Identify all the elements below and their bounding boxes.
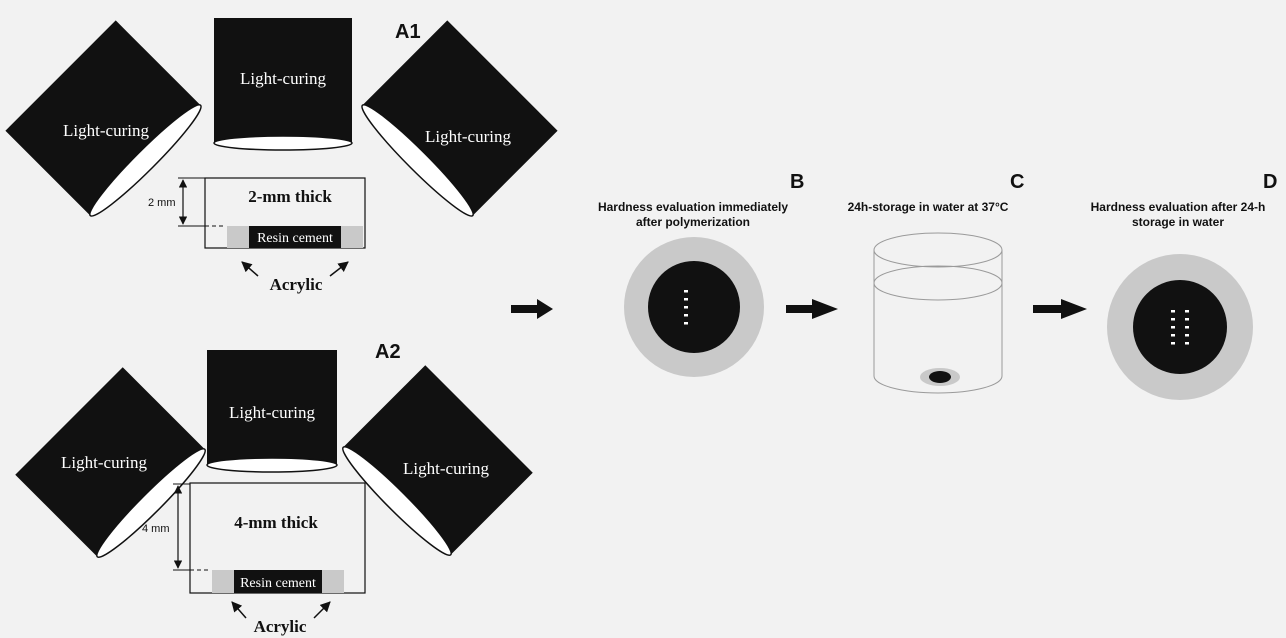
lamp-center-a1-label: Light-curing [240,69,326,88]
indentation-mark [684,298,688,301]
arrow-right-icon [1033,299,1087,319]
resin-core-d [1133,280,1227,374]
resin-cement-label-a2: Resin cement [240,576,316,591]
lamp-center-a1 [213,18,353,151]
panel-a2-label: A2 [375,341,401,363]
panel-d-caption-line1: Hardness evaluation after 24-h [1091,200,1266,214]
acrylic-arrow-right-a1 [329,261,349,277]
panel-c: C 24h-storage in water at 37°C [848,171,1024,394]
thickness-label-a2: 4-mm thick [234,513,318,532]
panel-d-label: D [1263,171,1277,193]
lamp-left-a1-label: Light-curing [63,121,149,140]
panel-d-caption-line2: storage in water [1132,215,1224,229]
lamp-center-a2-label: Light-curing [229,403,315,422]
lamp-right-a2 [342,365,533,556]
acrylic-label-a1: Acrylic [270,275,323,294]
panel-a1-label: A1 [395,21,421,43]
indentation-marks-d [1171,310,1189,345]
indentation-marks-b [684,290,688,325]
water-beaker [873,232,1003,394]
lamp-center-a2 [206,350,338,473]
panel-c-label: C [1010,171,1024,193]
indentation-mark [1185,310,1189,313]
lamp-left-a1 [5,20,202,217]
panel-c-caption: 24h-storage in water at 37°C [848,200,1009,214]
resin-core-c [929,371,951,383]
indentation-mark [1171,326,1175,329]
indentation-mark [684,322,688,325]
arrow-right-icon [786,299,838,319]
panel-b-caption-line1: Hardness evaluation immediately [598,200,788,214]
indentation-mark [1185,326,1189,329]
panel-b: B Hardness evaluation immediately after … [598,171,804,377]
acrylic-arrow-right-a2 [313,601,331,619]
panel-b-label: B [790,171,804,193]
specimen-a2 [173,482,366,594]
indentation-mark [684,290,688,293]
lamp-left-a2-label: Light-curing [61,453,147,472]
panel-d: D Hardness evaluation after 24-h storage… [1091,171,1277,400]
resin-cement-label-a1: Resin cement [257,231,333,246]
indentation-mark [684,314,688,317]
dimension-label-a1: 2 mm [148,197,176,209]
panel-a2: A2 Light-curing Light-curing Light-curin… [15,341,533,636]
panel-a1: A1 Light-curing Light-curing Light-curin… [5,18,558,294]
indentation-mark [1185,334,1189,337]
lamp-right-a1 [361,20,558,217]
arrow-right-icon [511,299,553,319]
lamp-right-a1-label: Light-curing [425,127,511,146]
resin-core-b [648,261,740,353]
acrylic-arrow-left-a2 [231,601,247,619]
indentation-mark [684,306,688,309]
indentation-mark [1185,318,1189,321]
dimension-label-a2: 4 mm [142,523,170,535]
specimen-a1 [178,177,366,249]
indentation-mark [1171,342,1175,345]
lamp-right-a2-label: Light-curing [403,459,489,478]
lamp-left-a2 [15,367,206,558]
indentation-mark [1185,342,1189,345]
thickness-label-a1: 2-mm thick [248,187,332,206]
acrylic-arrow-left-a1 [241,261,259,277]
indentation-mark [1171,310,1175,313]
acrylic-label-a2: Acrylic [254,617,307,636]
indentation-mark [1171,334,1175,337]
panel-b-caption-line2: after polymerization [636,215,750,229]
indentation-mark [1171,318,1175,321]
